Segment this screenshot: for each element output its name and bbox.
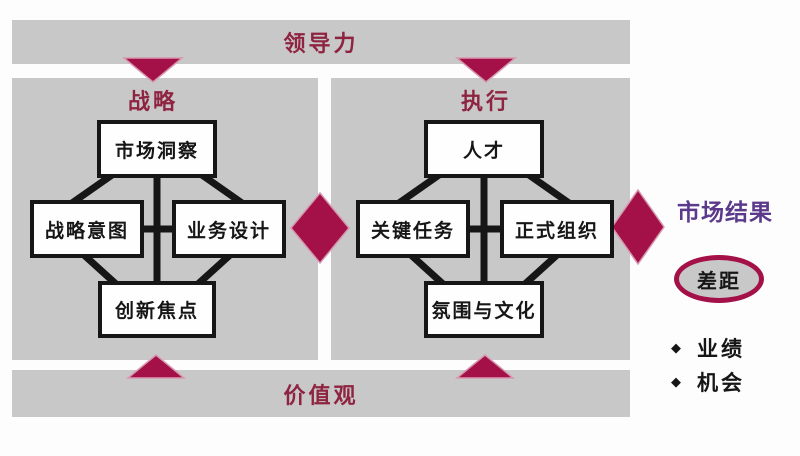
results-bullet-list: ◆ 业绩 ◆ 机会 <box>671 331 745 399</box>
list-item: ◆ 机会 <box>671 365 745 399</box>
market-results-title: 市场结果 <box>677 199 773 225</box>
strategy-connector-lines <box>69 172 245 287</box>
bullet-performance-label: 业绩 <box>697 338 745 361</box>
box-business-design: 业务设计 <box>172 200 286 258</box>
box-formal-org: 正式组织 <box>500 200 614 258</box>
triangle-down-icon-strategy <box>121 57 185 83</box>
triangle-up-icon-strategy <box>125 354 187 379</box>
values-bar: 价值观 <box>12 370 630 417</box>
box-strategic-intent: 战略意图 <box>30 200 144 258</box>
values-label: 价值观 <box>283 382 359 408</box>
strategy-title: 战略 <box>127 89 178 114</box>
triangle-down-icon-execution <box>454 57 518 83</box>
box-market-insight: 市场洞察 <box>97 120 217 178</box>
bullet-diamond-icon: ◆ <box>671 340 681 355</box>
triangle-up-icon-execution <box>454 354 516 379</box>
leadership-label: 领导力 <box>283 31 359 56</box>
diamond-icon-center <box>290 191 350 265</box>
bullet-opportunity-label: 机会 <box>697 372 745 395</box>
list-item: ◆ 业绩 <box>671 331 745 365</box>
execution-connector-lines <box>396 172 572 287</box>
box-key-tasks: 关键任务 <box>356 200 470 258</box>
box-innovation-focus: 创新焦点 <box>98 281 216 338</box>
gap-oval: 差距 <box>674 255 764 303</box>
box-climate-culture: 氛围与文化 <box>424 281 544 338</box>
bullet-diamond-icon: ◆ <box>671 374 681 389</box>
leadership-bar: 领导力 <box>12 20 630 64</box>
execution-title: 执行 <box>460 89 511 114</box>
diamond-icon-results <box>611 188 665 266</box>
box-talent: 人才 <box>424 120 544 178</box>
gap-label: 差距 <box>697 270 741 293</box>
